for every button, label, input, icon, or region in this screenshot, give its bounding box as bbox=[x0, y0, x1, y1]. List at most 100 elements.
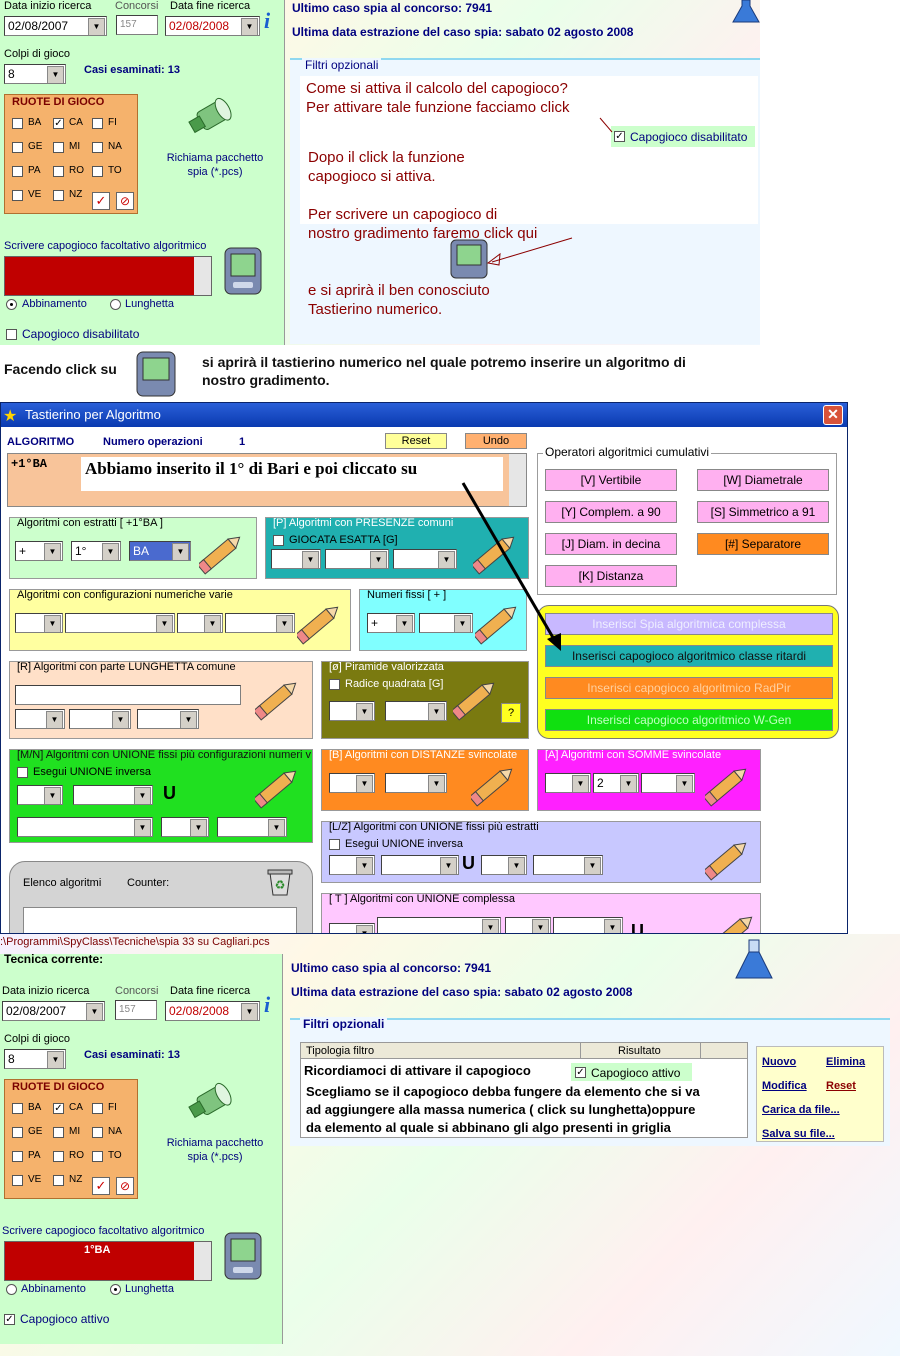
b-ruota-to-checkbox[interactable] bbox=[92, 1151, 103, 1162]
pencil-icon-config[interactable] bbox=[297, 599, 343, 645]
inserisci-spia-button[interactable]: Inserisci Spia algoritmica complessa bbox=[545, 613, 833, 635]
op-distanza-button[interactable]: [K] Distanza bbox=[545, 565, 677, 587]
op-complem-button[interactable]: [Y] Complem. a 90 bbox=[545, 501, 677, 523]
capogioco-badge[interactable] bbox=[611, 126, 755, 147]
keypad-device-icon-tutorial[interactable] bbox=[448, 238, 490, 280]
b-ruota-pa-checkbox[interactable] bbox=[12, 1151, 23, 1162]
piramide-select-2[interactable] bbox=[385, 701, 447, 721]
b-capogioco-scrollbar[interactable] bbox=[194, 1242, 211, 1280]
pencil-icon-unione[interactable] bbox=[255, 763, 301, 809]
op-diametrale-button[interactable]: [W] Diametrale bbox=[697, 469, 829, 491]
config-select-4[interactable] bbox=[225, 613, 295, 633]
b-ruota-ve-checkbox[interactable] bbox=[12, 1175, 23, 1186]
estratti-ruota-select[interactable]: BA bbox=[129, 541, 191, 561]
b-nuovo-link[interactable]: Nuovo bbox=[762, 1056, 797, 1068]
lunghetta-select-3[interactable] bbox=[137, 709, 199, 729]
complessa-select-1[interactable] bbox=[329, 923, 375, 933]
data-inizio-select[interactable]: 02/08/2007 bbox=[4, 16, 107, 36]
pencil-icon-fissi[interactable] bbox=[475, 599, 521, 645]
b-flashlight-icon[interactable] bbox=[186, 1081, 238, 1125]
presenze-select-2[interactable] bbox=[325, 549, 389, 569]
pencil-icon-presenze[interactable] bbox=[473, 529, 519, 575]
b-capogioco-badge-checkbox[interactable]: ✓ bbox=[575, 1067, 586, 1078]
estratti-pos-select[interactable]: 1° bbox=[71, 541, 121, 561]
presenze-select-1[interactable] bbox=[271, 549, 321, 569]
b-colpi-select[interactable]: 8 bbox=[4, 1049, 66, 1069]
colpi-select[interactable]: 8 bbox=[4, 64, 66, 84]
distanze-select-1[interactable] bbox=[329, 773, 375, 793]
b-data-fine-select[interactable]: 02/08/2008 bbox=[165, 1001, 260, 1021]
pencil-icon-estratti[interactable] bbox=[199, 529, 245, 575]
b-ruota-fi-checkbox[interactable] bbox=[92, 1103, 103, 1114]
somme-select-3[interactable] bbox=[641, 773, 695, 793]
somme-select-2[interactable]: 2 bbox=[593, 773, 639, 793]
b-keypad-device-icon[interactable] bbox=[222, 1231, 264, 1281]
ruota-ro-checkbox[interactable] bbox=[53, 166, 64, 177]
complessa-select-3[interactable] bbox=[505, 917, 551, 933]
config-select-3[interactable] bbox=[177, 613, 223, 633]
lunghetta-select-1[interactable] bbox=[15, 709, 65, 729]
lunghetta-input[interactable] bbox=[15, 685, 241, 705]
b-clear-all-icon[interactable]: ⊘ bbox=[116, 1177, 134, 1195]
capogioco-badge-checkbox[interactable]: ✓ bbox=[614, 131, 625, 142]
esegui-unione-checkbox[interactable] bbox=[17, 767, 28, 778]
ruota-fi-checkbox[interactable] bbox=[92, 118, 103, 129]
check-all-icon[interactable]: ✓ bbox=[92, 192, 110, 210]
b-concorsi-field[interactable]: 157 bbox=[115, 1000, 157, 1020]
unione-select-5[interactable] bbox=[217, 817, 287, 837]
help-button[interactable]: ? bbox=[501, 703, 521, 723]
config-select-1[interactable] bbox=[15, 613, 63, 633]
pencil-icon-complessa[interactable] bbox=[711, 909, 757, 934]
op-simmetrico-button[interactable]: [S] Simmetrico a 91 bbox=[697, 501, 829, 523]
distanze-select-2[interactable] bbox=[385, 773, 447, 793]
ruota-ba-checkbox[interactable] bbox=[12, 118, 23, 129]
b-carica-link[interactable]: Carica da file... bbox=[762, 1104, 840, 1116]
b-capogioco-badge[interactable] bbox=[571, 1063, 692, 1081]
capogioco-textarea[interactable] bbox=[4, 256, 212, 296]
keypad-device-icon[interactable] bbox=[222, 246, 264, 296]
b-ruota-na-checkbox[interactable] bbox=[92, 1127, 103, 1138]
pencil-icon-distanze[interactable] bbox=[471, 761, 517, 807]
inserisci-ritardi-button[interactable]: Inserisci capogioco algoritmico classe r… bbox=[545, 645, 833, 667]
b-ruota-ge-checkbox[interactable] bbox=[12, 1127, 23, 1138]
info-icon[interactable]: i bbox=[264, 8, 271, 33]
lunghetta-select-2[interactable] bbox=[69, 709, 131, 729]
lz-select-2[interactable] bbox=[381, 855, 459, 875]
ruota-to-checkbox[interactable] bbox=[92, 166, 103, 177]
unione-select-1[interactable] bbox=[17, 785, 63, 805]
flashlight-icon[interactable] bbox=[186, 96, 238, 140]
undo-button[interactable]: Undo bbox=[465, 433, 527, 449]
config-select-2[interactable] bbox=[65, 613, 175, 633]
fissi-select[interactable] bbox=[419, 613, 473, 633]
concorsi-field[interactable]: 157 bbox=[116, 15, 158, 35]
b-info-icon[interactable]: i bbox=[264, 992, 271, 1017]
complessa-select-2[interactable] bbox=[377, 917, 501, 933]
b-data-inizio-select[interactable]: 02/08/2007 bbox=[2, 1001, 105, 1021]
ruota-ve-checkbox[interactable] bbox=[12, 190, 23, 201]
complessa-select-4[interactable] bbox=[553, 917, 623, 933]
lz-select-3[interactable] bbox=[481, 855, 527, 875]
b-salva-link[interactable]: Salva su file... bbox=[762, 1128, 835, 1140]
pencil-icon-lz[interactable] bbox=[705, 835, 751, 881]
somme-select-1[interactable] bbox=[545, 773, 591, 793]
radice-checkbox[interactable] bbox=[329, 679, 340, 690]
unione-select-2[interactable] bbox=[73, 785, 153, 805]
abbinamento-radio[interactable] bbox=[6, 299, 17, 310]
b-capogioco-attivo-checkbox[interactable]: ✓ bbox=[4, 1314, 15, 1325]
ruota-ge-checkbox[interactable] bbox=[12, 142, 23, 153]
clear-all-icon[interactable]: ⊘ bbox=[116, 192, 134, 210]
algoritmo-scrollbar[interactable] bbox=[509, 454, 526, 506]
b-abbinamento-radio[interactable] bbox=[6, 1284, 17, 1295]
b-ruota-ro-checkbox[interactable] bbox=[53, 1151, 64, 1162]
op-vertibile-button[interactable]: [V] Vertibile bbox=[545, 469, 677, 491]
b-reset-link[interactable]: Reset bbox=[826, 1080, 856, 1092]
lz-select-4[interactable] bbox=[533, 855, 603, 875]
inserisci-radpir-button[interactable]: Inserisci capogioco algoritmico RadPir bbox=[545, 677, 833, 699]
b-col-risultato[interactable]: Risultato bbox=[618, 1045, 661, 1057]
b-elimina-link[interactable]: Elimina bbox=[826, 1056, 866, 1068]
lz-select-1[interactable] bbox=[329, 855, 375, 875]
unione-select-3[interactable] bbox=[17, 817, 153, 837]
fissi-op-select[interactable]: + bbox=[367, 613, 415, 633]
close-icon[interactable]: ✕ bbox=[823, 405, 843, 425]
b-ruota-nz-checkbox[interactable] bbox=[53, 1175, 64, 1186]
